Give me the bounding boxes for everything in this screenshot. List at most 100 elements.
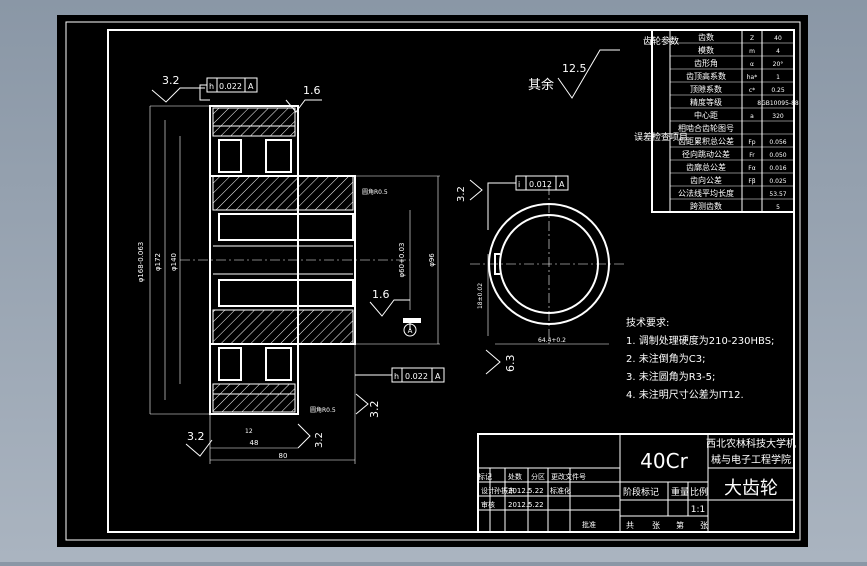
technical-notes: 技术要求: 1. 调制处理硬度为210-230HBS; 2. 未注倒角为C3; … xyxy=(626,316,774,401)
param-value: 0.056 xyxy=(769,139,786,146)
param-name: 齿顶高系数 xyxy=(686,71,726,81)
param-value: 0.016 xyxy=(769,165,786,172)
param-name: 中心距 xyxy=(694,110,718,120)
rev-header-1: 标记 xyxy=(478,472,492,481)
param-value: 53.57 xyxy=(769,191,786,198)
keyway-symmetry-datum: A xyxy=(559,180,565,189)
sheet-background xyxy=(57,15,808,547)
note-fillet-top: 圆角R0.5 xyxy=(362,188,388,196)
param-value: 320 xyxy=(772,113,784,120)
note-1: 1. 调制处理硬度为210-230HBS; xyxy=(626,334,774,347)
param-value: 4 xyxy=(776,48,780,55)
note-chamfer: 圆角R0.5 xyxy=(310,406,336,414)
stage-label: 阶段标记 xyxy=(623,486,659,498)
material: 40Cr xyxy=(640,449,688,473)
param-name: 模数 xyxy=(698,45,714,55)
gear-side-view: i 0.012 A 3.2 18±0.02 64.4+0.2 6.3 xyxy=(456,175,625,375)
svg-text:h: h xyxy=(394,372,399,381)
runout-top-datum: A xyxy=(248,82,254,91)
svg-text:h: h xyxy=(209,82,214,91)
ratio-label: 比例 xyxy=(690,486,708,498)
param-symbol: Fr xyxy=(749,152,755,159)
datum-a-label: A xyxy=(408,327,413,335)
dim-keyway-depth: 64.4+0.2 xyxy=(538,337,566,344)
dim-root-diameter: φ172 xyxy=(154,253,162,271)
rest-value: 12.5 xyxy=(562,62,587,75)
svg-text:i: i xyxy=(518,180,520,189)
sheet-num: 第 xyxy=(676,520,684,530)
param-symbol: Fβ xyxy=(748,178,755,185)
outer-frame xyxy=(65,21,801,541)
keyway-symmetry-value: 0.012 xyxy=(529,180,552,189)
roughness-keyway: 3.2 xyxy=(456,186,467,202)
rest-roughness-symbol xyxy=(557,49,620,99)
roughness-right-face: 3.2 xyxy=(368,401,381,419)
runout-bottom-datum: A xyxy=(435,372,441,381)
param-name: 相啮合齿轮图号 xyxy=(678,123,734,133)
sheet-total: 共 xyxy=(626,521,634,530)
param-value: 0.025 xyxy=(769,178,786,185)
param-value: 8GB10095-88 xyxy=(757,100,799,107)
param-symbol: c* xyxy=(749,87,755,94)
runout-bottom-value: 0.022 xyxy=(405,372,428,381)
datum-a-circle xyxy=(403,323,417,337)
title-block: 标记 处数 分区 更改文件号 设计 孙振东 2012.5.22 标准化 审核 2… xyxy=(477,433,796,533)
param-value: 0.25 xyxy=(771,87,785,94)
dim-hub-diameter: φ140 xyxy=(170,253,178,271)
roughness-top-left: 3.2 xyxy=(162,74,180,87)
school-line2: 械与电子工程学院 xyxy=(711,453,791,466)
roughness-bottom-left: 3.2 xyxy=(187,430,205,443)
runout-top-value: 0.022 xyxy=(219,82,242,91)
section1-title: 齿轮参数 xyxy=(643,35,679,47)
notes-title: 技术要求: xyxy=(626,316,669,329)
roughness-bottom-mid: 3.2 xyxy=(314,432,325,448)
runout-tolerance-bottom: h 0.022 A xyxy=(355,367,445,383)
param-symbol: α xyxy=(750,61,754,68)
dim-small-b: 12 xyxy=(245,428,253,435)
param-name: 顶隙系数 xyxy=(690,84,722,94)
row1-name: 孙振东 xyxy=(494,486,515,495)
dim-right-diameter: φ96 xyxy=(428,253,436,267)
param-value: 5 xyxy=(776,204,780,211)
school-line1: 西北农林科技大学机 xyxy=(706,437,796,450)
param-name: 齿廓总公差 xyxy=(686,162,726,172)
param-value: 1 xyxy=(776,74,780,81)
param-name: 齿距累积总公差 xyxy=(678,136,734,146)
param-value: 40 xyxy=(774,35,782,42)
roughness-keyway-side: 6.3 xyxy=(504,355,517,373)
param-name: 齿向公差 xyxy=(690,175,722,185)
param-symbol: ha* xyxy=(747,74,757,81)
section2-title: 误差检查项目 xyxy=(634,131,688,143)
rev-header-4: 更改文件号 xyxy=(551,472,586,481)
approve-label: 批准 xyxy=(582,520,596,529)
param-name: 精度等级 xyxy=(690,97,722,107)
param-symbol: a xyxy=(750,113,754,120)
scale-value: 1:1 xyxy=(691,505,705,515)
param-value: 20° xyxy=(773,61,784,68)
dim-hub-width: 48 xyxy=(250,439,259,447)
dim-bore: φ60+0.03 xyxy=(398,243,406,278)
dim-tip-diameter: φ168-0.063 xyxy=(137,242,145,283)
param-name: 齿形角 xyxy=(694,58,718,68)
row2-date: 2012.5.22 xyxy=(508,501,544,509)
row2-role: 审核 xyxy=(481,500,495,509)
param-name: 公法线平均长度 xyxy=(678,188,734,198)
note-4: 4. 未注明尺寸公差为IT12. xyxy=(626,388,744,401)
note-2: 2. 未注倒角为C3; xyxy=(626,352,705,365)
param-symbol: Z xyxy=(750,35,754,42)
sheet-unit: 张 xyxy=(652,521,660,530)
gear-section-view: φ168-0.063 φ172 φ140 φ60+0.03 φ96 圆角R0.5… xyxy=(137,74,445,464)
param-name: 跨测齿数 xyxy=(690,201,722,211)
rev-header-2: 处数 xyxy=(508,472,522,481)
inner-frame xyxy=(107,29,795,533)
row1-role: 设计 xyxy=(481,486,495,495)
param-name: 径向跳动公差 xyxy=(682,149,730,159)
sheet-unit2: 张 xyxy=(700,521,708,530)
param-symbol: m xyxy=(749,48,755,55)
dim-keyway-width: 18±0.02 xyxy=(477,283,484,309)
param-symbol: Fp xyxy=(748,139,755,146)
part-name: 大齿轮 xyxy=(724,478,778,499)
